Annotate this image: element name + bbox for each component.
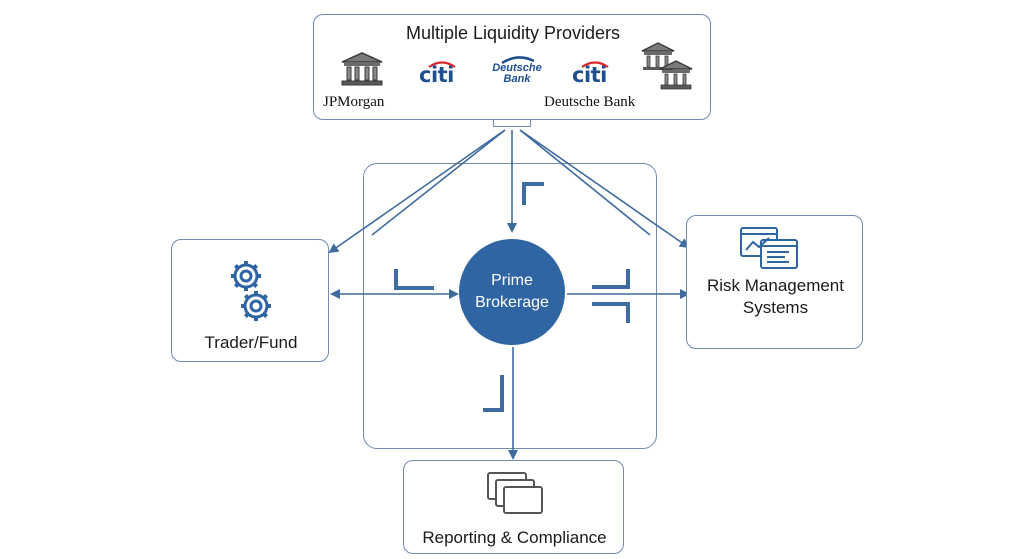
citi-arc-icon <box>581 61 609 68</box>
arrow-providers-to-trader <box>328 129 506 254</box>
brokerage-frame <box>363 163 657 449</box>
prime-brokerage-label: Prime Brokerage <box>475 272 549 311</box>
arrow-providers-to-risk <box>519 129 690 249</box>
bracket-mark-top <box>522 182 544 205</box>
citi-logo-1: citi <box>419 63 454 87</box>
jpmorgan-logo-text: JPMorgan <box>323 94 385 110</box>
providers-connector-tab <box>493 120 531 127</box>
bracket-mark-right-1 <box>592 269 630 289</box>
bank-building-icon <box>341 52 383 86</box>
liquidity-providers-box: Multiple Liquidity Providers JPMorgan ci… <box>313 14 711 120</box>
citi-arc-icon <box>428 61 456 68</box>
trader-fund-label: Trader/Fund <box>204 333 298 352</box>
bracket-mark-bottom <box>483 375 504 412</box>
dashboard-screens-icon <box>740 227 798 269</box>
deutsche-bank-swoosh-icon <box>501 56 535 65</box>
reporting-compliance-label: Reporting & Compliance <box>422 528 607 547</box>
bracket-mark-left <box>394 269 434 290</box>
liquidity-providers-title: Multiple Liquidity Providers <box>405 23 621 43</box>
prime-brokerage-hub: Prime Brokerage <box>459 239 565 345</box>
risk-management-label: Risk Management Systems <box>706 276 844 317</box>
risk-management-box: Risk Management Systems <box>686 215 863 349</box>
arrow-providers-to-frame-right <box>519 129 651 236</box>
arrow-providers-to-frame-left <box>371 129 506 236</box>
trader-fund-box: Trader/Fund <box>171 239 329 362</box>
stacked-documents-icon <box>487 472 543 514</box>
reporting-compliance-box: Reporting & Compliance <box>403 460 624 554</box>
deutsche-bank-logo-text: Deutsche Bank <box>492 62 542 85</box>
deutsche-bank-name-text: Deutsche Bank <box>544 94 636 110</box>
citi-logo-2: citi <box>572 63 607 87</box>
bank-buildings-stack-icon <box>641 42 693 90</box>
bracket-mark-right-2 <box>592 302 630 323</box>
gears-icon <box>231 261 271 321</box>
